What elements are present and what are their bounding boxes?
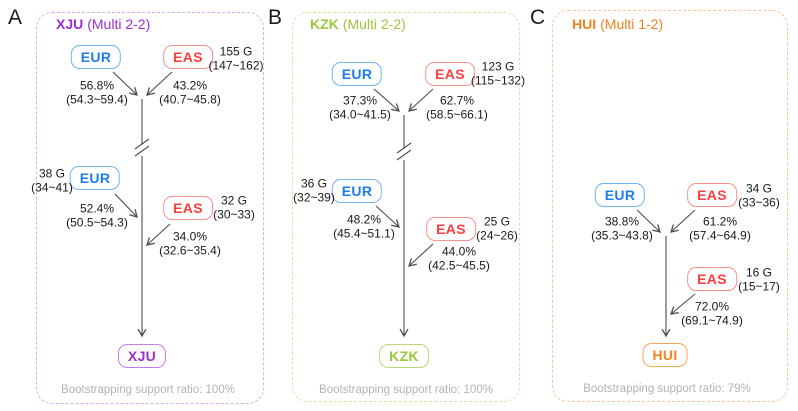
- percentage-value: 44.0%: [441, 244, 477, 259]
- percentage-value: 48.2%: [346, 212, 382, 227]
- panel-label-c: C: [530, 6, 546, 29]
- node-eur-top: EUR: [331, 62, 383, 86]
- percentage-ci: (34.0~41.5): [329, 107, 391, 121]
- percentage-ci: (35.3~43.8): [591, 228, 653, 242]
- panel-label-a: A: [8, 6, 23, 29]
- generation-ci: (147~162): [208, 58, 264, 72]
- percentage-value: 72.0%: [694, 299, 730, 314]
- generation-ci: (15~17): [738, 279, 780, 293]
- percentage-value: 43.2%: [172, 78, 208, 93]
- generation-value: 16 G: [745, 265, 773, 280]
- generation-value: 123 G: [481, 59, 515, 74]
- generation-label: 16 G (15~17): [738, 265, 780, 294]
- generation-label: 25 G (24~26): [476, 214, 518, 243]
- percentage-ci: (40.7~45.8): [159, 92, 221, 106]
- generation-label: 36 G (32~39): [293, 176, 335, 205]
- admixture-percentage: 43.2% (40.7~45.8): [159, 78, 221, 107]
- percentage-ci: (54.3~59.4): [66, 92, 128, 106]
- node-eas-mid: EAS: [426, 217, 476, 241]
- percentage-value: 56.8%: [79, 78, 115, 93]
- admixture-percentage: 62.7% (58.5~66.1): [426, 93, 488, 122]
- percentage-value: 62.7%: [439, 93, 475, 108]
- admixture-percentage: 61.2% (57.4~64.9): [689, 214, 751, 243]
- panel-title-kzk: KZK(Multi 2-2): [310, 16, 406, 32]
- generation-value: 34 G: [745, 181, 773, 196]
- percentage-ci: (58.5~66.1): [426, 107, 488, 121]
- target-population-node: XJU: [117, 344, 167, 368]
- node-eas-top: EAS: [163, 45, 213, 69]
- generation-label: 38 G (34~41): [31, 166, 73, 195]
- generation-label: 32 G (30~33): [213, 193, 255, 222]
- panel-label-b: B: [268, 6, 283, 29]
- node-eur-mid: EUR: [331, 179, 383, 203]
- panel-population-name: HUI: [572, 16, 597, 32]
- percentage-value: 61.2%: [702, 214, 738, 229]
- generation-value: 155 G: [219, 44, 253, 59]
- percentage-value: 38.8%: [604, 214, 640, 229]
- admixture-percentage: 44.0% (42.5~45.5): [428, 244, 490, 273]
- target-population-node: KZK: [379, 344, 429, 368]
- percentage-ci: (50.5~54.3): [66, 215, 128, 229]
- node-eas-mid: EAS: [687, 267, 737, 291]
- bootstrap-support-text: Bootstrapping support ratio: 79%: [583, 383, 751, 395]
- generation-ci: (32~39): [293, 190, 335, 204]
- node-eur-top: EUR: [70, 45, 122, 69]
- generation-value: 32 G: [220, 193, 248, 208]
- node-eur-mid: EUR: [69, 166, 121, 190]
- admixture-percentage: 37.3% (34.0~41.5): [329, 93, 391, 122]
- percentage-value: 37.3%: [342, 93, 378, 108]
- bootstrap-support-text: Bootstrapping support ratio: 100%: [319, 384, 493, 396]
- panel-population-name: KZK: [310, 16, 339, 32]
- panel-title-hui: HUI(Multi 1-2): [572, 16, 663, 32]
- generation-ci: (34~41): [31, 180, 73, 194]
- percentage-value: 34.0%: [172, 229, 208, 244]
- generation-ci: (24~26): [476, 228, 518, 242]
- panel-population-name: XJU: [56, 16, 84, 32]
- panel-border-kzk: [292, 12, 520, 402]
- generation-label: 155 G (147~162): [208, 44, 264, 73]
- admixture-percentage: 48.2% (45.4~51.1): [333, 212, 395, 241]
- percentage-ci: (45.4~51.1): [333, 226, 395, 240]
- admixture-percentage: 52.4% (50.5~54.3): [66, 201, 128, 230]
- node-eur-top: EUR: [594, 183, 646, 207]
- panel-border-xju: [36, 12, 264, 404]
- generation-value: 38 G: [38, 166, 66, 181]
- panel-title-xju: XJU(Multi 2-2): [56, 16, 150, 32]
- panel-model-label: (Multi 2-2): [342, 16, 406, 32]
- admixture-percentage: 34.0% (32.6~35.4): [159, 229, 221, 258]
- panel-border-hui: [552, 10, 788, 402]
- percentage-ci: (42.5~45.5): [428, 258, 490, 272]
- panel-model-label: (Multi 2-2): [87, 16, 151, 32]
- node-eas-mid: EAS: [163, 196, 213, 220]
- percentage-ci: (57.4~64.9): [689, 228, 751, 242]
- bootstrap-support-text: Bootstrapping support ratio: 100%: [61, 384, 235, 396]
- generation-value: 36 G: [300, 176, 328, 191]
- generation-ci: (115~132): [470, 73, 526, 87]
- generation-label: 34 G (33~36): [738, 181, 780, 210]
- panel-model-label: (Multi 1-2): [600, 16, 664, 32]
- admixture-percentage: 56.8% (54.3~59.4): [66, 78, 128, 107]
- percentage-ci: (69.1~74.9): [681, 313, 743, 327]
- target-population-node: HUI: [642, 343, 688, 367]
- node-eas-top: EAS: [687, 183, 737, 207]
- generation-value: 25 G: [483, 214, 511, 229]
- percentage-ci: (32.6~35.4): [159, 243, 221, 257]
- generation-label: 123 G (115~132): [470, 59, 526, 88]
- admixture-percentage: 38.8% (35.3~43.8): [591, 214, 653, 243]
- node-eas-top: EAS: [425, 62, 475, 86]
- admixture-percentage: 72.0% (69.1~74.9): [681, 299, 743, 328]
- generation-ci: (33~36): [738, 195, 780, 209]
- percentage-value: 52.4%: [79, 201, 115, 216]
- generation-ci: (30~33): [213, 207, 255, 221]
